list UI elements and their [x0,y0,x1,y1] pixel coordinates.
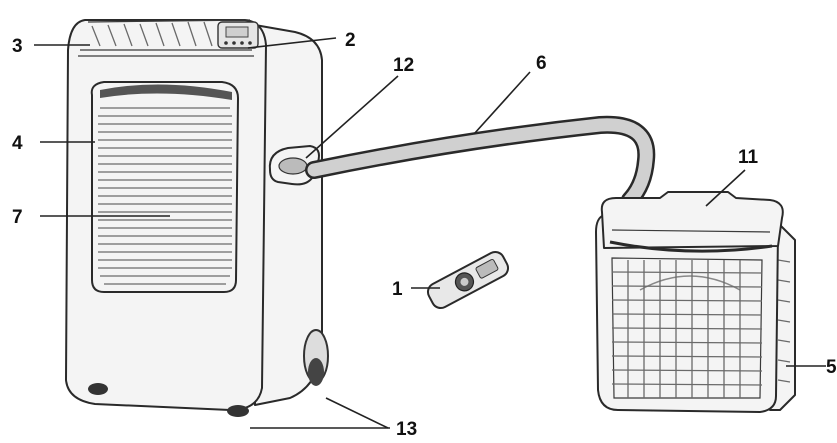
indoor-unit [65,19,329,417]
castor-wheels [88,329,329,417]
exhaust-hose [305,115,656,209]
callout-12: 12 [393,55,414,76]
leader-12 [305,75,399,159]
callout-13: 13 [396,419,417,440]
front-air-filter-grille [90,81,239,293]
callout-2: 2 [345,30,356,51]
callout-1: 1 [392,279,403,300]
callout-4: 4 [12,133,23,154]
outdoor-unit [595,191,796,413]
leader-lines [34,37,826,429]
callout-numbers: 1 2 3 4 5 6 7 11 12 13 [12,30,837,440]
leader-11 [705,169,746,207]
callout-7: 7 [12,207,23,228]
leader-13b [325,397,389,429]
leader-6 [473,71,531,135]
top-vent [78,19,254,57]
control-panel [217,21,259,49]
callout-5: 5 [826,357,837,378]
callout-11: 11 [738,147,759,168]
remote-control [426,250,510,310]
condenser-grille [611,257,763,399]
callout-3: 3 [12,36,23,57]
leader-2 [247,37,337,49]
callout-6: 6 [536,53,547,74]
